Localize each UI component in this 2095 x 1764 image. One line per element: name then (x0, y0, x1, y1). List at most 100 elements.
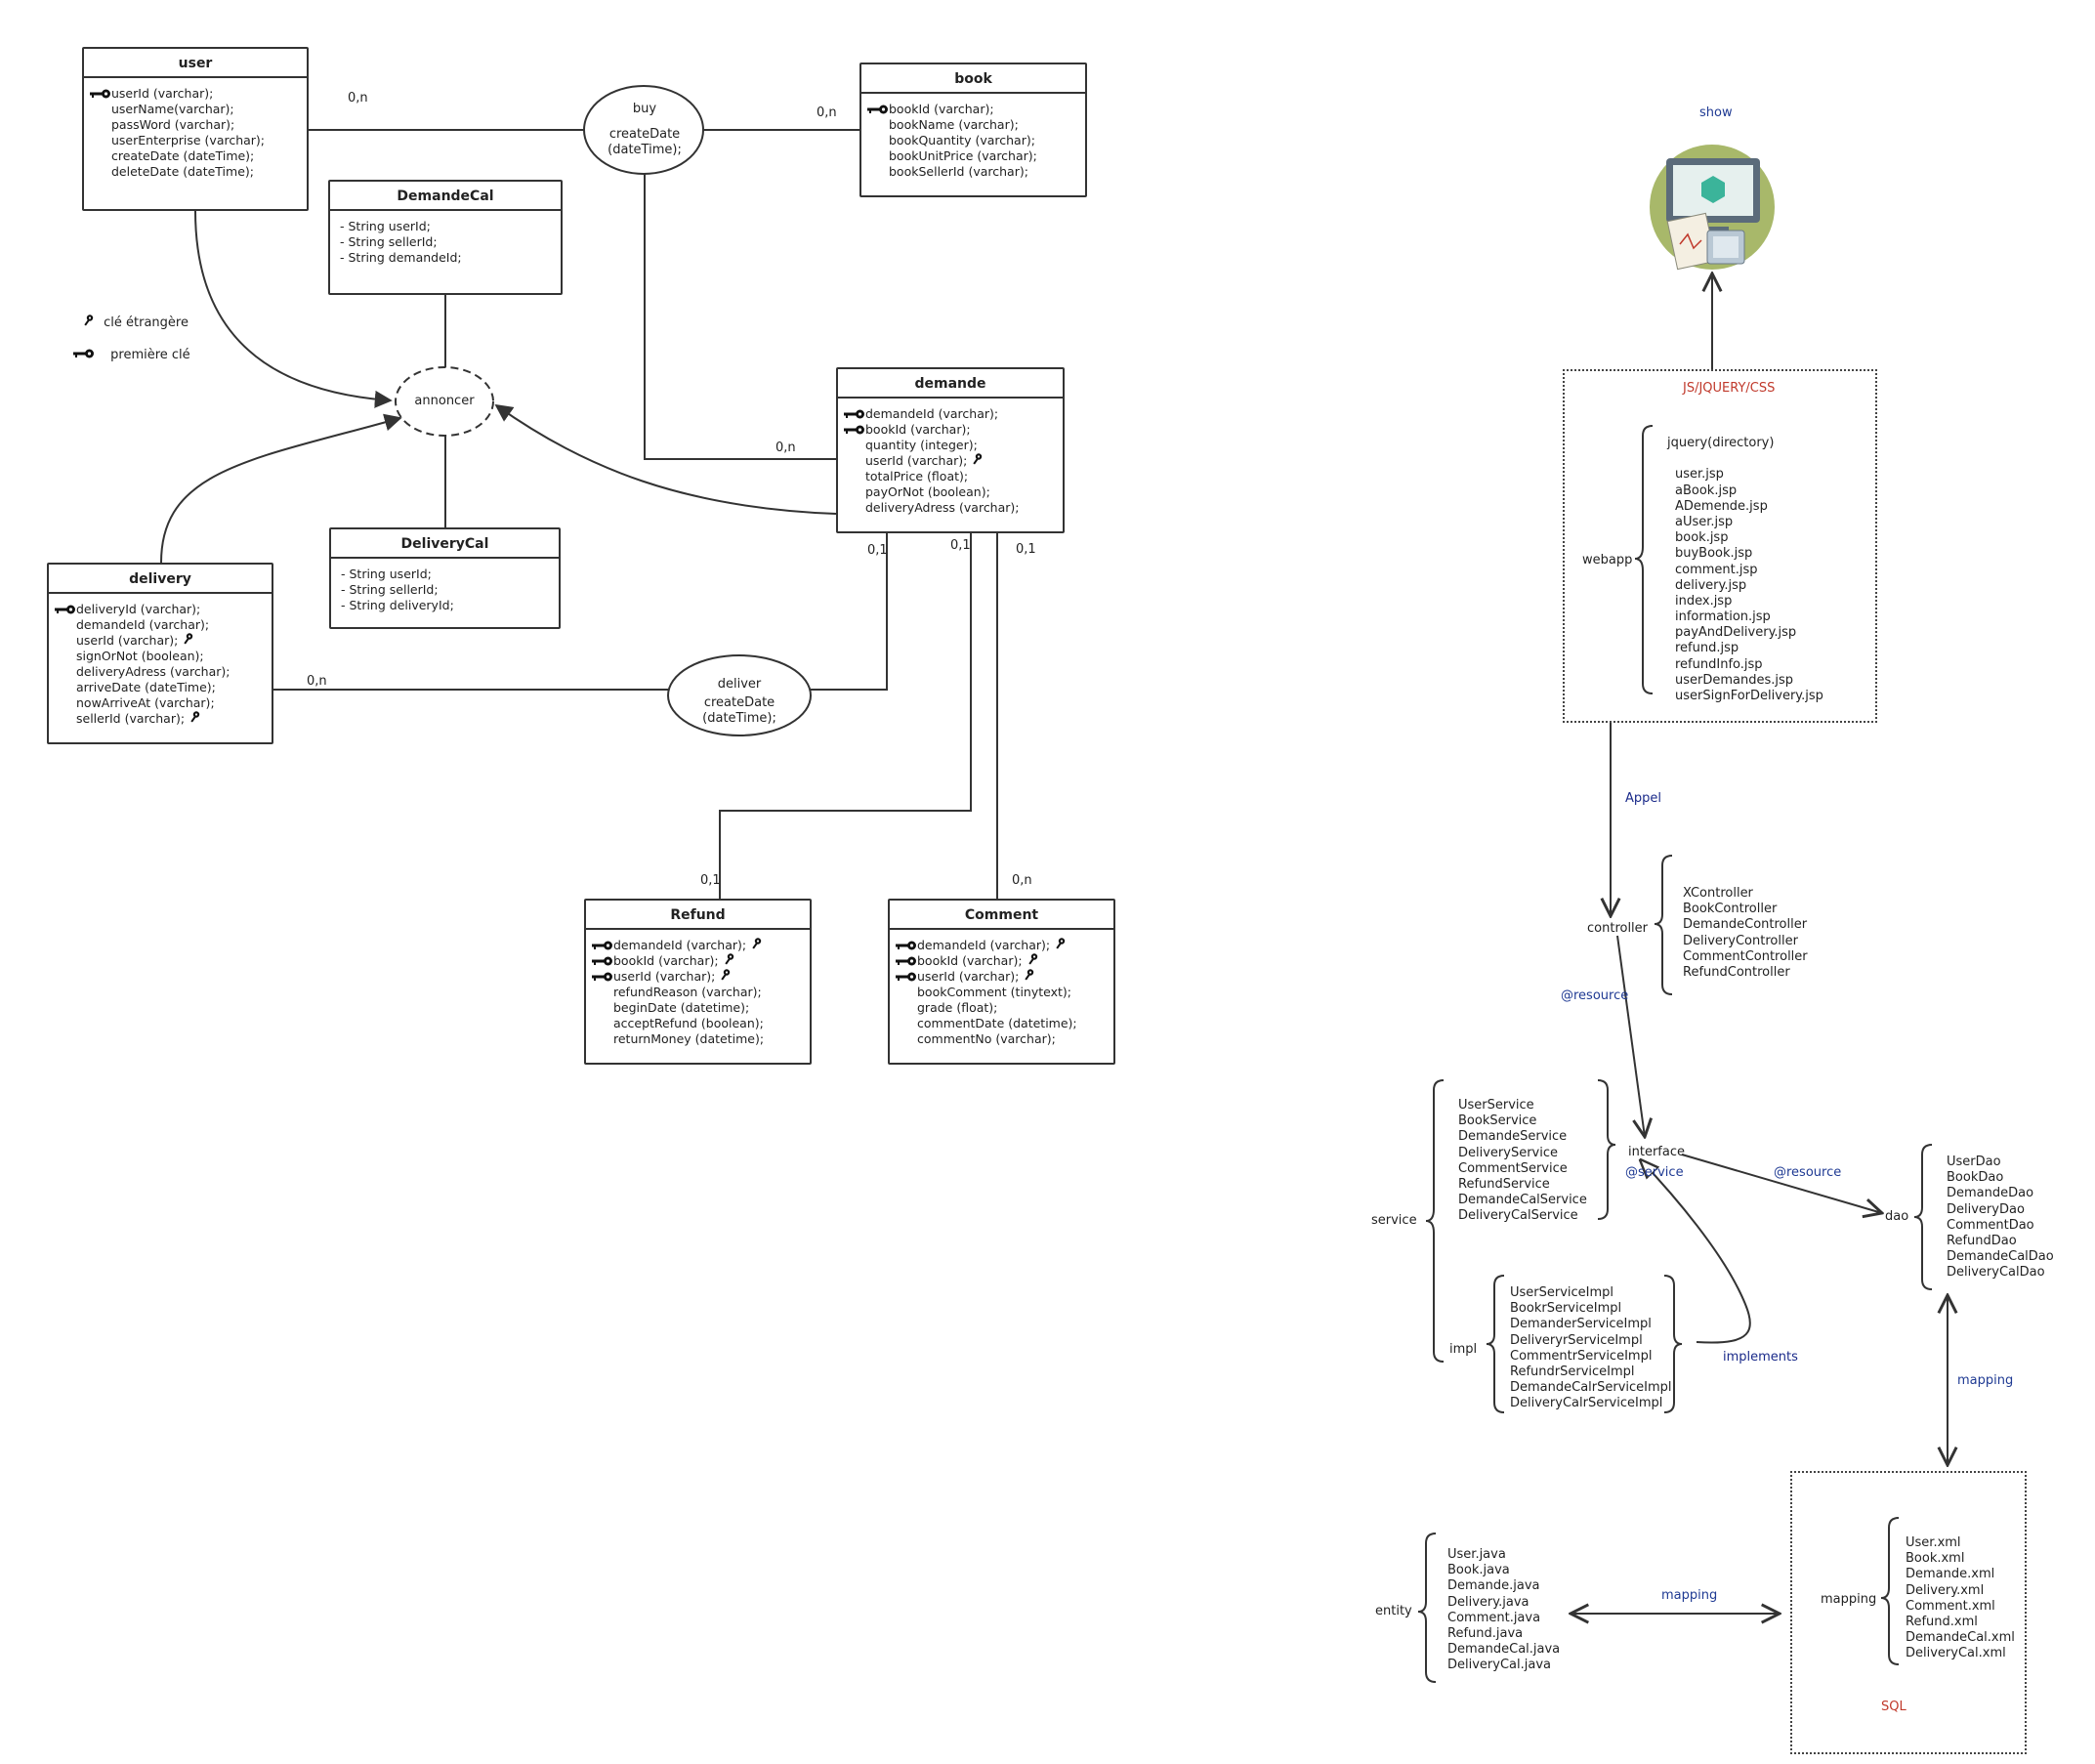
entity-field-name: bookUnitPrice (varchar); (889, 148, 1037, 163)
entity-field: userId (varchar); (844, 453, 1057, 469)
brace-controller (1654, 855, 1673, 995)
entity-field: beginDate (datetime); (592, 1000, 804, 1016)
foreign-key-icon (1027, 953, 1038, 969)
card-buy-book: 0,n (817, 105, 837, 120)
controller-label: controller (1587, 921, 1649, 936)
entity-field-name: commentDate (datetime); (917, 1016, 1077, 1030)
show-label: show (1699, 105, 1733, 120)
brace-impl-right (1663, 1275, 1683, 1413)
card-buy-demande: 0,n (775, 441, 796, 455)
class-deliverycal-title: DeliveryCal (331, 529, 559, 559)
list-item: DeliveryService (1458, 1145, 1559, 1160)
entity-field-name: - String userId; (341, 567, 432, 581)
entity-field-name: - String demandeId; (340, 250, 462, 265)
list-item: DeliveryCalService (1458, 1208, 1578, 1224)
list-item: UserServiceImpl (1510, 1285, 1614, 1300)
entity-field: bookId (varchar); (844, 422, 1057, 438)
entity-field-name: userId (varchar); (76, 633, 179, 648)
resource-label-2: @resource (1774, 1165, 1842, 1180)
list-item: aBook.jsp (1675, 483, 1738, 498)
dao-label: dao (1885, 1209, 1909, 1224)
entity-field: - String userId; (341, 567, 549, 582)
entity-field-name: - String sellerId; (340, 234, 438, 249)
list-item: aUser.jsp (1675, 514, 1734, 529)
foreign-key-icon (184, 633, 193, 649)
list-item: DemandeController (1683, 917, 1808, 933)
entity-delivery[interactable]: delivery deliveryId (varchar);demandeId … (47, 563, 273, 744)
entity-field-name: demandeId (varchar); (865, 406, 999, 421)
entity-field: - String demandeId; (340, 250, 551, 266)
card-demande-deliver: 0,1 (867, 543, 888, 558)
edge-demande-deliver (811, 533, 888, 691)
entity-field: demandeId (varchar); (592, 938, 804, 953)
entity-refund-fields: demandeId (varchar);bookId (varchar);use… (586, 930, 810, 1047)
entity-field-name: bookId (varchar); (613, 953, 719, 968)
entity-user-title: user (84, 49, 307, 78)
relation-deliver: deliver createDate (dateTime); (668, 677, 811, 727)
entity-comment[interactable]: Comment demandeId (varchar);bookId (varc… (888, 899, 1115, 1065)
entity-demande[interactable]: demande demandeId (varchar);bookId (varc… (836, 367, 1065, 533)
class-demandecal[interactable]: DemandeCal - String userId;- String sell… (328, 180, 563, 295)
entity-field: - String sellerId; (341, 582, 549, 598)
primary-key-icon (592, 941, 613, 950)
entity-field: deleteDate (dateTime); (90, 164, 301, 180)
webapp-title: JS/JQUERY/CSS (1683, 381, 1776, 396)
entity-refund[interactable]: Refund demandeId (varchar);bookId (varch… (584, 899, 812, 1065)
edge-controller-interface (1616, 935, 1645, 1137)
entity-field-name: bookId (varchar); (865, 422, 971, 437)
entity-user[interactable]: user userId (varchar);userName(varchar);… (82, 47, 309, 211)
entity-delivery-title: delivery (49, 565, 272, 594)
entity-field-name: deliveryAdress (varchar); (865, 500, 1020, 515)
primary-key-icon (844, 425, 865, 435)
entity-field-name: demandeId (varchar); (917, 938, 1051, 952)
primary-key-icon (896, 941, 917, 950)
list-item: Book.java (1447, 1563, 1510, 1578)
foreign-key-icon (721, 969, 731, 985)
entity-field-name: bookComment (tinytext); (917, 985, 1072, 999)
entity-field: acceptRefund (boolean); (592, 1016, 804, 1031)
mapping-label: mapping (1821, 1592, 1877, 1607)
impl-label: impl (1449, 1342, 1478, 1357)
edge-user-annoncer (194, 210, 393, 408)
legend-pk-label: première clé (110, 348, 190, 362)
entity-field-name: userId (varchar); (613, 969, 716, 984)
list-item: RefundController (1683, 964, 1790, 980)
mapping-label-entity: mapping (1661, 1588, 1718, 1603)
primary-key-icon (90, 89, 111, 99)
entity-field-name: deleteDate (dateTime); (111, 164, 254, 179)
list-item: comment.jsp (1675, 562, 1758, 577)
list-item: userSignForDelivery.jsp (1675, 689, 1823, 703)
relation-annoncer-shape (395, 366, 494, 437)
entity-field: refundReason (varchar); (592, 985, 804, 1000)
entity-book[interactable]: book bookId (varchar);bookName (varchar)… (859, 63, 1087, 197)
list-item: DeliveryCal.java (1447, 1658, 1551, 1673)
entity-book-title: book (861, 64, 1085, 94)
primary-key-icon (592, 972, 613, 982)
list-item: DemandeDao (1947, 1186, 2034, 1201)
entity-field: bookName (varchar); (867, 117, 1079, 133)
webapp-label: webapp (1582, 553, 1633, 567)
entity-field-name: refundReason (varchar); (613, 985, 762, 999)
list-item: Delivery.xml (1906, 1582, 1985, 1598)
list-item: DemandeCal.java (1447, 1642, 1561, 1658)
list-item: CommentrServiceImpl (1510, 1348, 1653, 1364)
class-demandecal-fields: - String userId;- String sellerId;- Stri… (330, 211, 561, 266)
list-item: DeliveryCal.xml (1906, 1646, 2006, 1661)
list-item: Comment.java (1447, 1610, 1541, 1625)
list-item (1667, 451, 1823, 467)
list-item: DeliveryDao (1947, 1201, 2025, 1217)
class-deliverycal[interactable]: DeliveryCal - String userId;- String sel… (329, 527, 561, 629)
entity-field: bookId (varchar); (896, 953, 1108, 969)
list-item: DemandeCal.xml (1906, 1630, 2015, 1646)
list-item: user.jsp (1675, 467, 1724, 483)
class-demandecal-title: DemandeCal (330, 182, 561, 211)
foreign-key-icon (724, 953, 734, 969)
list-item: book.jsp (1675, 530, 1729, 546)
list-item: DemandeCalrServiceImpl (1510, 1380, 1672, 1396)
entity-field: createDate (dateTime); (90, 148, 301, 164)
